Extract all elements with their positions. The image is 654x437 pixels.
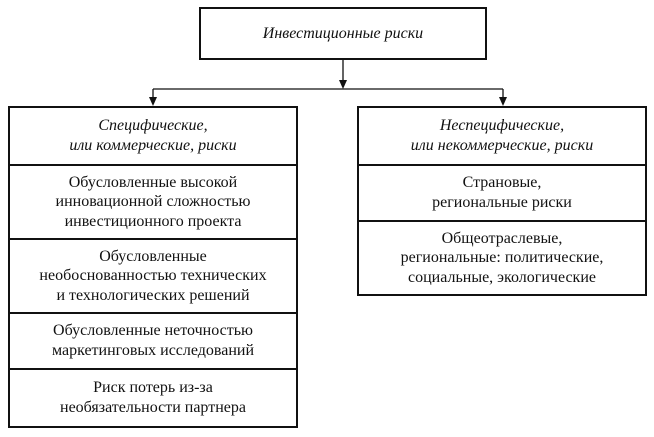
right-item-node: Общеотраслевые, региональные: политическ… [357,220,647,296]
left-item-node: Обусловленные неточностью маркетинговых … [8,312,298,370]
left-item-label: Обусловленные неточностью маркетинговых … [51,322,255,359]
right-item-node: Страновые, региональные риски [357,164,647,222]
left-item-node: Обусловленные необоснованностью техничес… [8,238,298,314]
left-item-label: Обусловленные высокой инновационной слож… [55,173,251,230]
right-item-label: Общеотраслевые, региональные: политическ… [400,229,604,286]
left-header-node: Специфические, или коммерческие, риски [8,106,298,166]
left-item-node: Обусловленные высокой инновационной слож… [8,164,298,240]
right-header-node: Неспецифические, или некоммерческие, рис… [357,106,647,166]
left-item-node: Риск потерь из-за необязательности партн… [8,368,298,428]
right-item-label: Страновые, региональные риски [432,174,572,211]
root-node: Инвестиционные риски [199,7,487,60]
trunk-arrowhead [339,80,347,89]
left-header-label: Специфические, или коммерческие, риски [69,117,237,154]
right-header-label: Неспецифические, или некоммерческие, рис… [410,117,594,154]
left-arrowhead [149,97,157,106]
root-label: Инвестиционные риски [262,24,424,42]
right-arrowhead [499,97,507,106]
left-item-label: Обусловленные необоснованностью техничес… [39,247,267,304]
left-item-label: Риск потерь из-за необязательности партн… [60,379,246,416]
